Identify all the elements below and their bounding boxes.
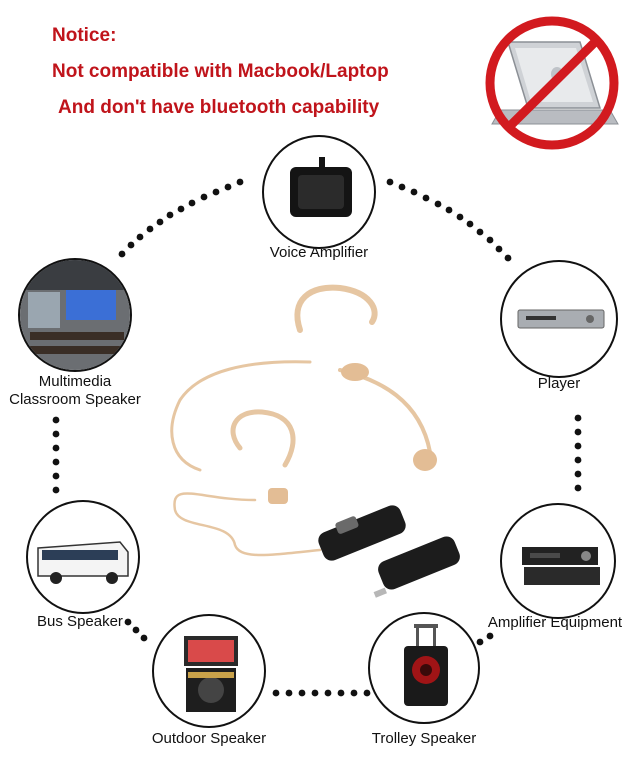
trolley-speaker-icon	[404, 624, 448, 706]
outdoor-speaker-icon	[184, 636, 238, 712]
player-circle	[500, 260, 618, 378]
wireless-receiver-icon	[318, 505, 460, 598]
trolley-speaker-circle	[368, 612, 480, 724]
classroom-circle	[18, 258, 132, 372]
outdoor-speaker-label: Outdoor Speaker	[151, 730, 267, 747]
notice-title: Notice:	[52, 25, 117, 46]
player-label: Player	[537, 375, 581, 392]
bus-speaker-label: Bus Speaker	[37, 613, 123, 630]
notice-line-bluetooth: And don't have bluetooth capability	[58, 97, 380, 118]
trolley-speaker-label: Trolley Speaker	[371, 730, 477, 747]
classroom-label-line1: Multimedia	[38, 373, 112, 390]
voice-amplifier-circle	[262, 135, 376, 249]
voice-amplifier-label: Voice Amplifier	[269, 244, 369, 261]
voice-amplifier-icon	[290, 157, 352, 217]
outdoor-speaker-circle	[152, 614, 266, 728]
bus-speaker-circle	[26, 500, 140, 614]
classroom-label-line2: Classroom Speaker	[9, 391, 141, 408]
notice-line-compat: Not compatible with Macbook/Laptop	[52, 61, 389, 82]
amplifier-equipment-icon	[522, 547, 600, 585]
classroom-icon	[20, 260, 130, 370]
bus-icon	[37, 541, 129, 584]
amplifier-equipment-circle	[500, 503, 616, 619]
amplifier-equipment-label: Amplifier Equipment	[487, 614, 623, 631]
player-icon	[517, 309, 605, 329]
